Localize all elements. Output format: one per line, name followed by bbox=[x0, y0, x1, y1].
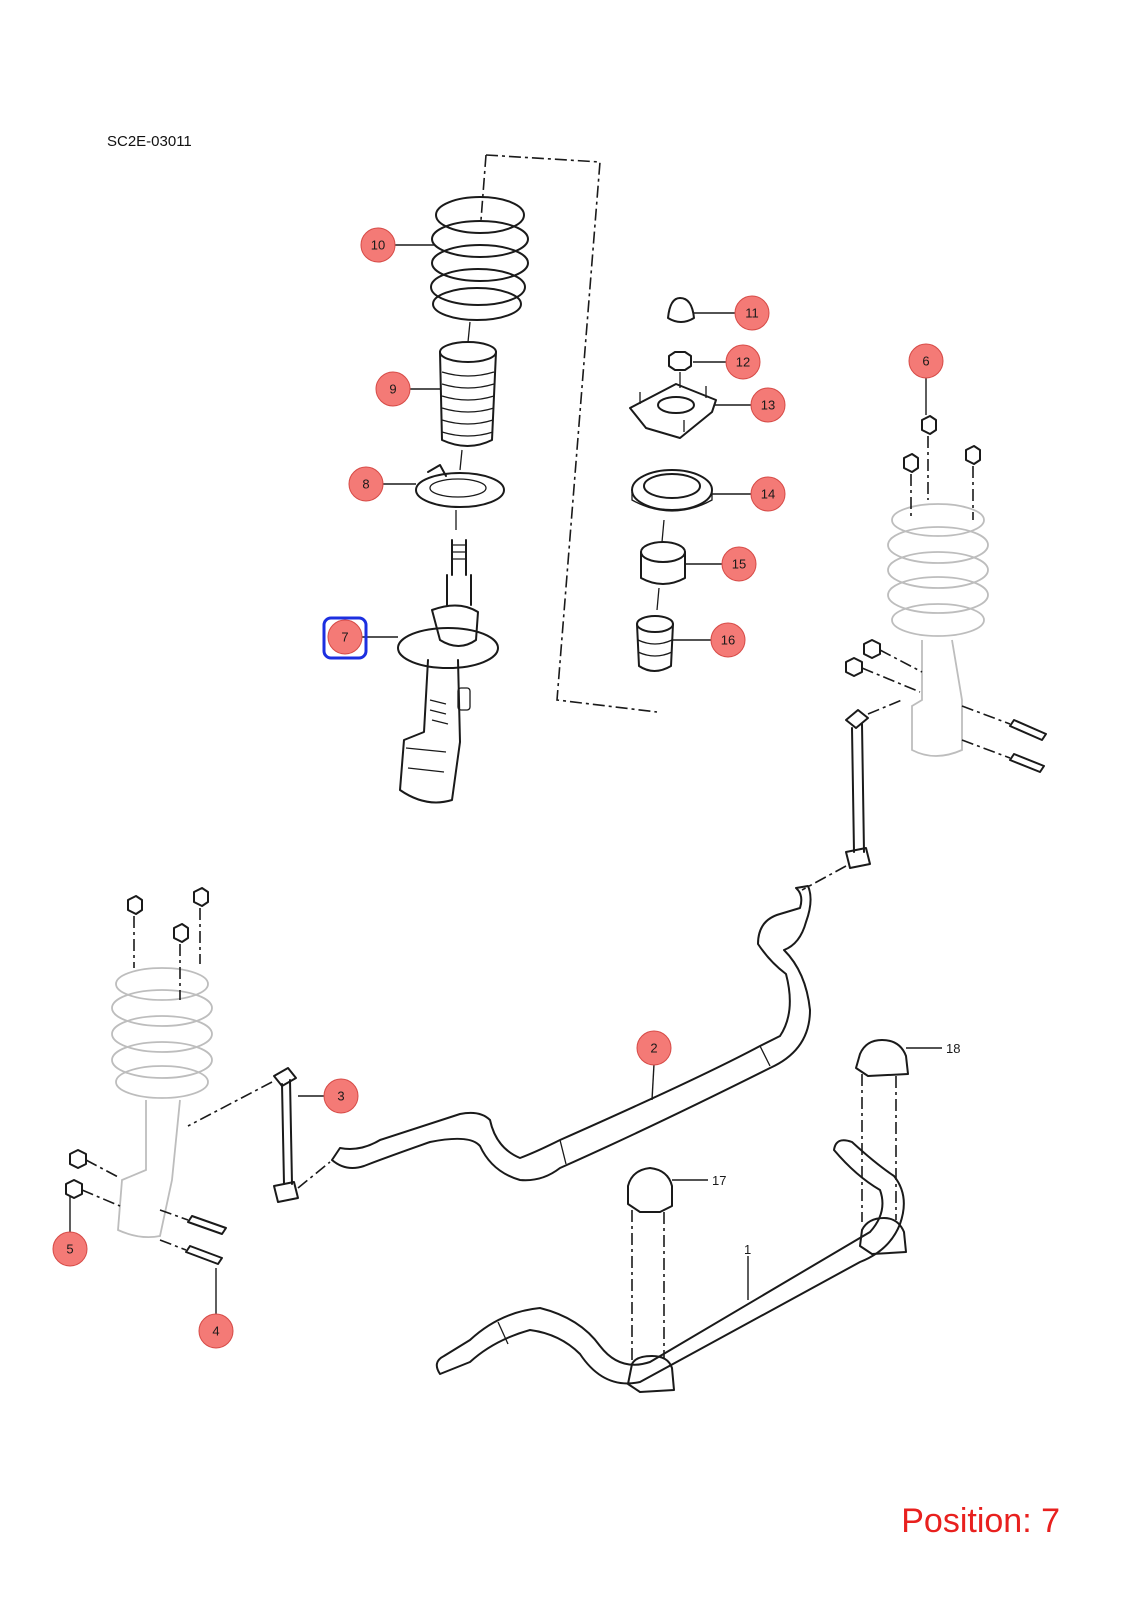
strut-bearing bbox=[631, 469, 713, 543]
svg-text:7: 7 bbox=[341, 630, 348, 645]
selection-highlight bbox=[322, 616, 368, 660]
strut-assembly bbox=[397, 539, 499, 804]
svg-text:16: 16 bbox=[721, 633, 735, 648]
callout-15[interactable]: 15 bbox=[721, 546, 757, 582]
svg-text:5: 5 bbox=[66, 1242, 73, 1257]
top-nut bbox=[668, 351, 692, 388]
svg-text:9: 9 bbox=[389, 382, 396, 397]
callout-12[interactable]: 12 bbox=[725, 344, 761, 380]
spring-seat bbox=[415, 464, 505, 530]
label-17[interactable]: 17 bbox=[712, 1173, 726, 1188]
diagram-code: SC2E-03011 bbox=[107, 133, 192, 150]
callout-3[interactable]: 3 bbox=[323, 1078, 359, 1114]
label-1[interactable]: 1 bbox=[744, 1242, 751, 1257]
jounce-buffer bbox=[636, 615, 674, 672]
rear-stabilizer-bar-assembly bbox=[435, 1039, 942, 1393]
top-mount bbox=[629, 383, 717, 439]
callout-6[interactable]: 6 bbox=[908, 343, 944, 379]
left-knuckle-hardware bbox=[65, 1149, 227, 1314]
callout-16[interactable]: 16 bbox=[710, 622, 746, 658]
callout-9[interactable]: 9 bbox=[375, 371, 411, 407]
svg-text:14: 14 bbox=[761, 487, 775, 502]
svg-text:6: 6 bbox=[922, 354, 929, 369]
svg-text:10: 10 bbox=[371, 238, 385, 253]
svg-text:12: 12 bbox=[736, 355, 750, 370]
callout-14[interactable]: 14 bbox=[750, 476, 786, 512]
callout-7[interactable]: 7 bbox=[322, 616, 368, 660]
coil-spring bbox=[430, 196, 529, 343]
svg-text:2: 2 bbox=[650, 1041, 657, 1056]
bump-stop bbox=[640, 541, 686, 611]
front-stabilizer-bar-assembly bbox=[331, 885, 812, 1182]
svg-text:8: 8 bbox=[362, 477, 369, 492]
callout-11[interactable]: 11 bbox=[734, 295, 770, 331]
assembly-bracket-line bbox=[485, 154, 658, 713]
left-stabilizer-link bbox=[187, 1067, 331, 1203]
callout-8[interactable]: 8 bbox=[348, 466, 384, 502]
callout-13[interactable]: 13 bbox=[750, 387, 786, 423]
callout-5[interactable]: 5 bbox=[52, 1231, 88, 1267]
right-strut-assembly bbox=[887, 375, 989, 757]
svg-text:11: 11 bbox=[745, 306, 759, 321]
callout-4[interactable]: 4 bbox=[198, 1313, 234, 1349]
right-knuckle-hardware bbox=[845, 639, 1047, 773]
svg-text:4: 4 bbox=[212, 1324, 219, 1339]
right-stabilizer-link bbox=[801, 699, 903, 891]
svg-text:13: 13 bbox=[761, 398, 775, 413]
callout-10[interactable]: 10 bbox=[360, 227, 396, 263]
svg-text:15: 15 bbox=[732, 557, 746, 572]
callout-leaders bbox=[298, 244, 752, 1101]
left-strut-assembly bbox=[111, 887, 213, 1239]
svg-text:3: 3 bbox=[337, 1089, 344, 1104]
position-readout: Position: 7 bbox=[901, 1502, 1060, 1540]
dust-boot bbox=[439, 341, 497, 471]
callout-2[interactable]: 2 bbox=[636, 1030, 672, 1066]
dust-cap bbox=[667, 297, 738, 323]
label-18[interactable]: 18 bbox=[946, 1041, 960, 1056]
